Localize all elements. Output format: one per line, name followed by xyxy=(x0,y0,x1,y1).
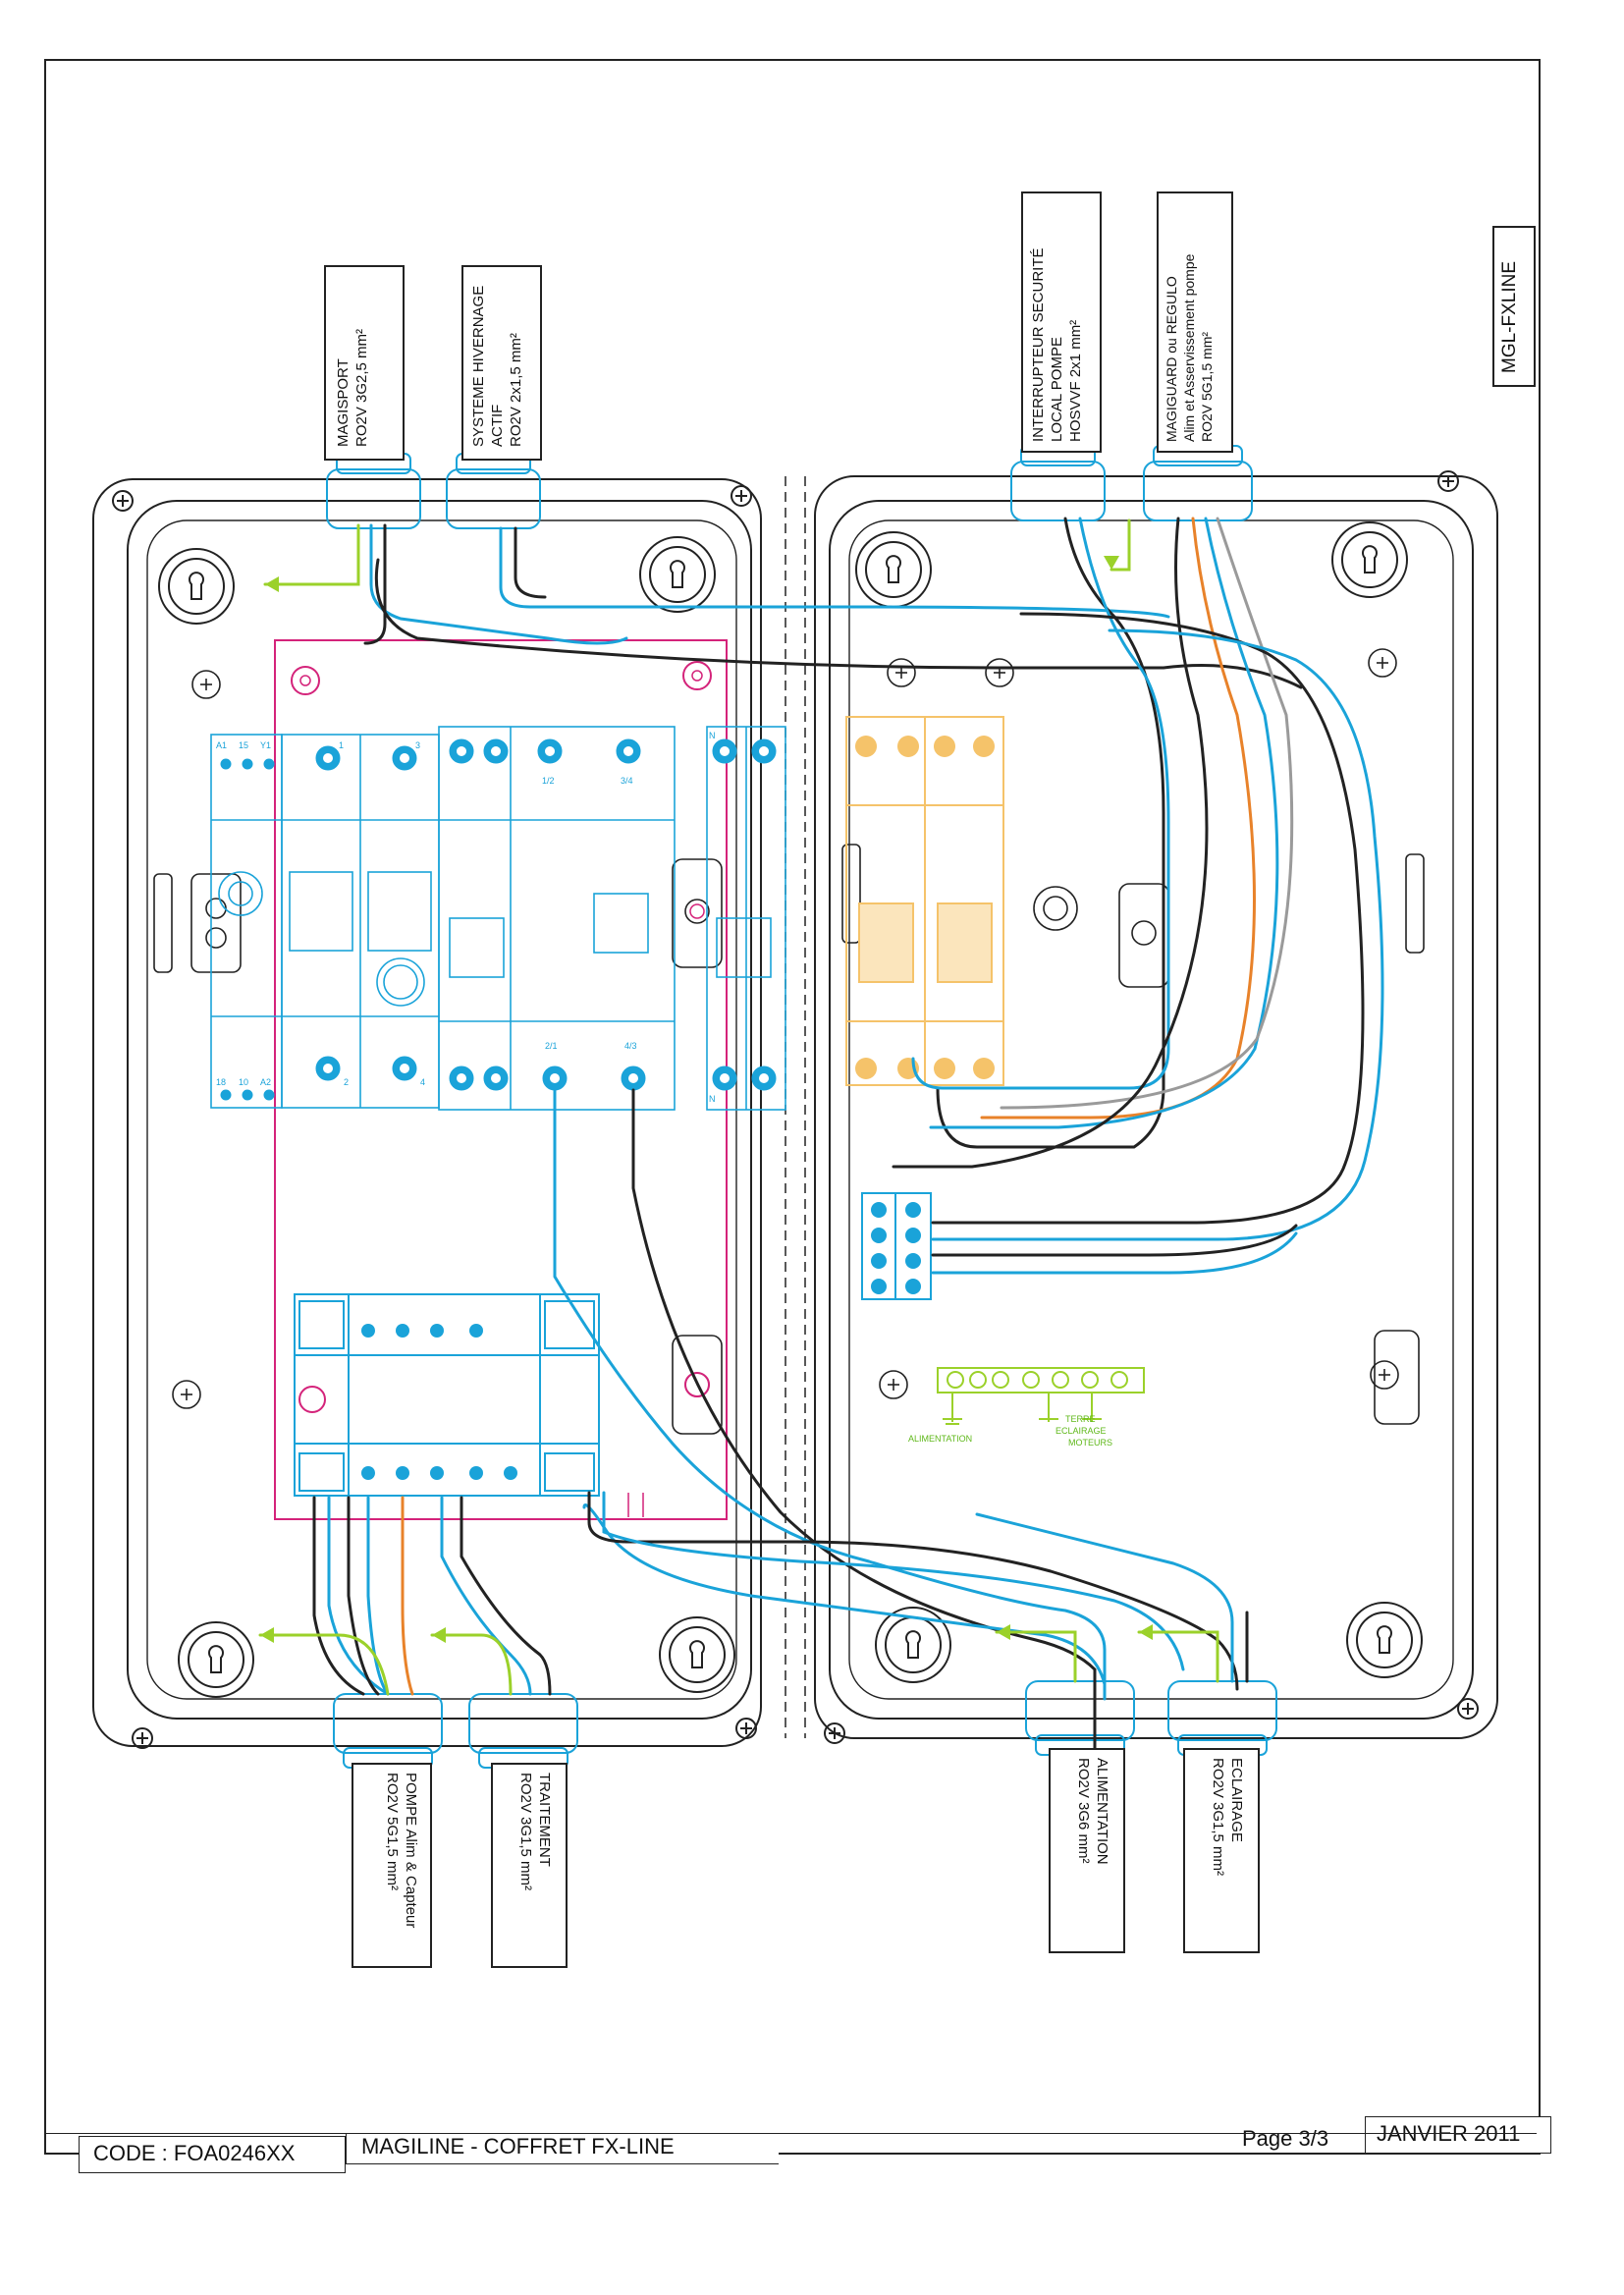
breaker-label-3: 3 xyxy=(415,740,420,750)
diff-label-21: 2/1 xyxy=(545,1041,558,1051)
breaker-label-1: 1 xyxy=(339,740,344,750)
contactor-block xyxy=(294,1293,600,1497)
breaker-label-4: 4 xyxy=(420,1077,425,1087)
mounting-hole xyxy=(158,536,735,1698)
cable-label-eclairage: ECLAIRAGE RO2V 3G1,5 mm² xyxy=(1210,1758,1245,1877)
cable-label-interrupteur: INTERRUPTEUR SECURITÉ LOCAL POMPE HOSVVF… xyxy=(1030,247,1084,442)
footer-title: MAGILINE - COFFRET FX-LINE xyxy=(361,2134,675,2158)
cable-label-box-magiguard xyxy=(1157,191,1233,453)
orange-breakers xyxy=(845,716,1004,1086)
cable-label-pompe: POMPE Alim & Capteur RO2V 5G1,5 mm² xyxy=(384,1773,419,1929)
neutral-label-top: N xyxy=(709,731,716,740)
diff-label-34: 3/4 xyxy=(621,776,633,786)
arrowhead xyxy=(260,556,1153,1643)
wires xyxy=(258,517,1384,1770)
neutral-label-bottom: N xyxy=(709,1094,716,1104)
screw xyxy=(172,670,221,1409)
cable-label-box-alimentation xyxy=(1049,1748,1125,1953)
left-enclosure xyxy=(92,478,762,1749)
footer-code: CODE : FOA0246XX xyxy=(93,2141,296,2165)
timer-label-10: 10 xyxy=(239,1077,248,1087)
cable-label-box-hivernage xyxy=(461,265,542,461)
diff-label-12: 1/2 xyxy=(542,776,555,786)
footer-title-box xyxy=(346,2134,779,2164)
screw xyxy=(879,648,1399,1399)
cable-label-box-traitement xyxy=(491,1763,568,1968)
cable-label-magiguard: MAGIGUARD ou REGULO Alim et Asservisseme… xyxy=(1164,253,1215,442)
cable-label-box-eclairage xyxy=(1183,1748,1260,1953)
cable-label-magisport: MAGISPORT RO2V 3G2,5 mm² xyxy=(335,328,370,447)
earth-label-terre: TERRE xyxy=(1065,1414,1096,1424)
timer-label-a2: A2 xyxy=(260,1077,271,1087)
footer-date-box xyxy=(1365,2116,1551,2154)
footer-code-box xyxy=(79,2136,346,2173)
diff-label-43: 4/3 xyxy=(624,1041,637,1051)
right-enclosure xyxy=(814,470,1498,1744)
timer-label-18: 18 xyxy=(216,1077,226,1087)
cable-label-box-magisport xyxy=(324,265,405,461)
earth-label-moteurs: MOTEURS xyxy=(1068,1438,1112,1448)
cable-label-box-interrupteur xyxy=(1021,191,1102,453)
footer-page: Page 3/3 xyxy=(1242,2126,1329,2151)
timer-label-a1: A1 xyxy=(216,740,227,750)
cable-label-box-pompe xyxy=(352,1763,432,1968)
timer-label-15: 15 xyxy=(239,740,248,750)
side-slot xyxy=(153,858,723,1435)
timer-label-y1: Y1 xyxy=(260,740,271,750)
corner-tag-box xyxy=(1492,226,1536,387)
cable-label-traitement: TRAITEMENT RO2V 3G1,5 mm² xyxy=(517,1773,553,1891)
footer-date: JANVIER 2011 xyxy=(1377,2121,1521,2146)
mounting-hole xyxy=(855,521,1423,1683)
earth-label-alim: ALIMENTATION xyxy=(908,1434,972,1444)
drawing-sheet xyxy=(44,59,1541,2155)
earth-label-eclairage: ECLAIRAGE xyxy=(1056,1426,1107,1436)
cable-label-alimentation: ALIMENTATION RO2V 3G6 mm² xyxy=(1075,1758,1110,1865)
terminal-screw xyxy=(220,738,777,1101)
din-rail-modules xyxy=(210,726,786,1111)
cable-label-hivernage: SYSTEME HIVERNAGE ACTIF RO2V 2x1,5 mm² xyxy=(470,285,524,447)
side-slot xyxy=(841,844,1425,1425)
terminal-block xyxy=(861,1192,932,1300)
breaker-label-2: 2 xyxy=(344,1077,349,1087)
earth-bar xyxy=(937,1367,1145,1425)
footer-rule xyxy=(44,2133,1537,2134)
